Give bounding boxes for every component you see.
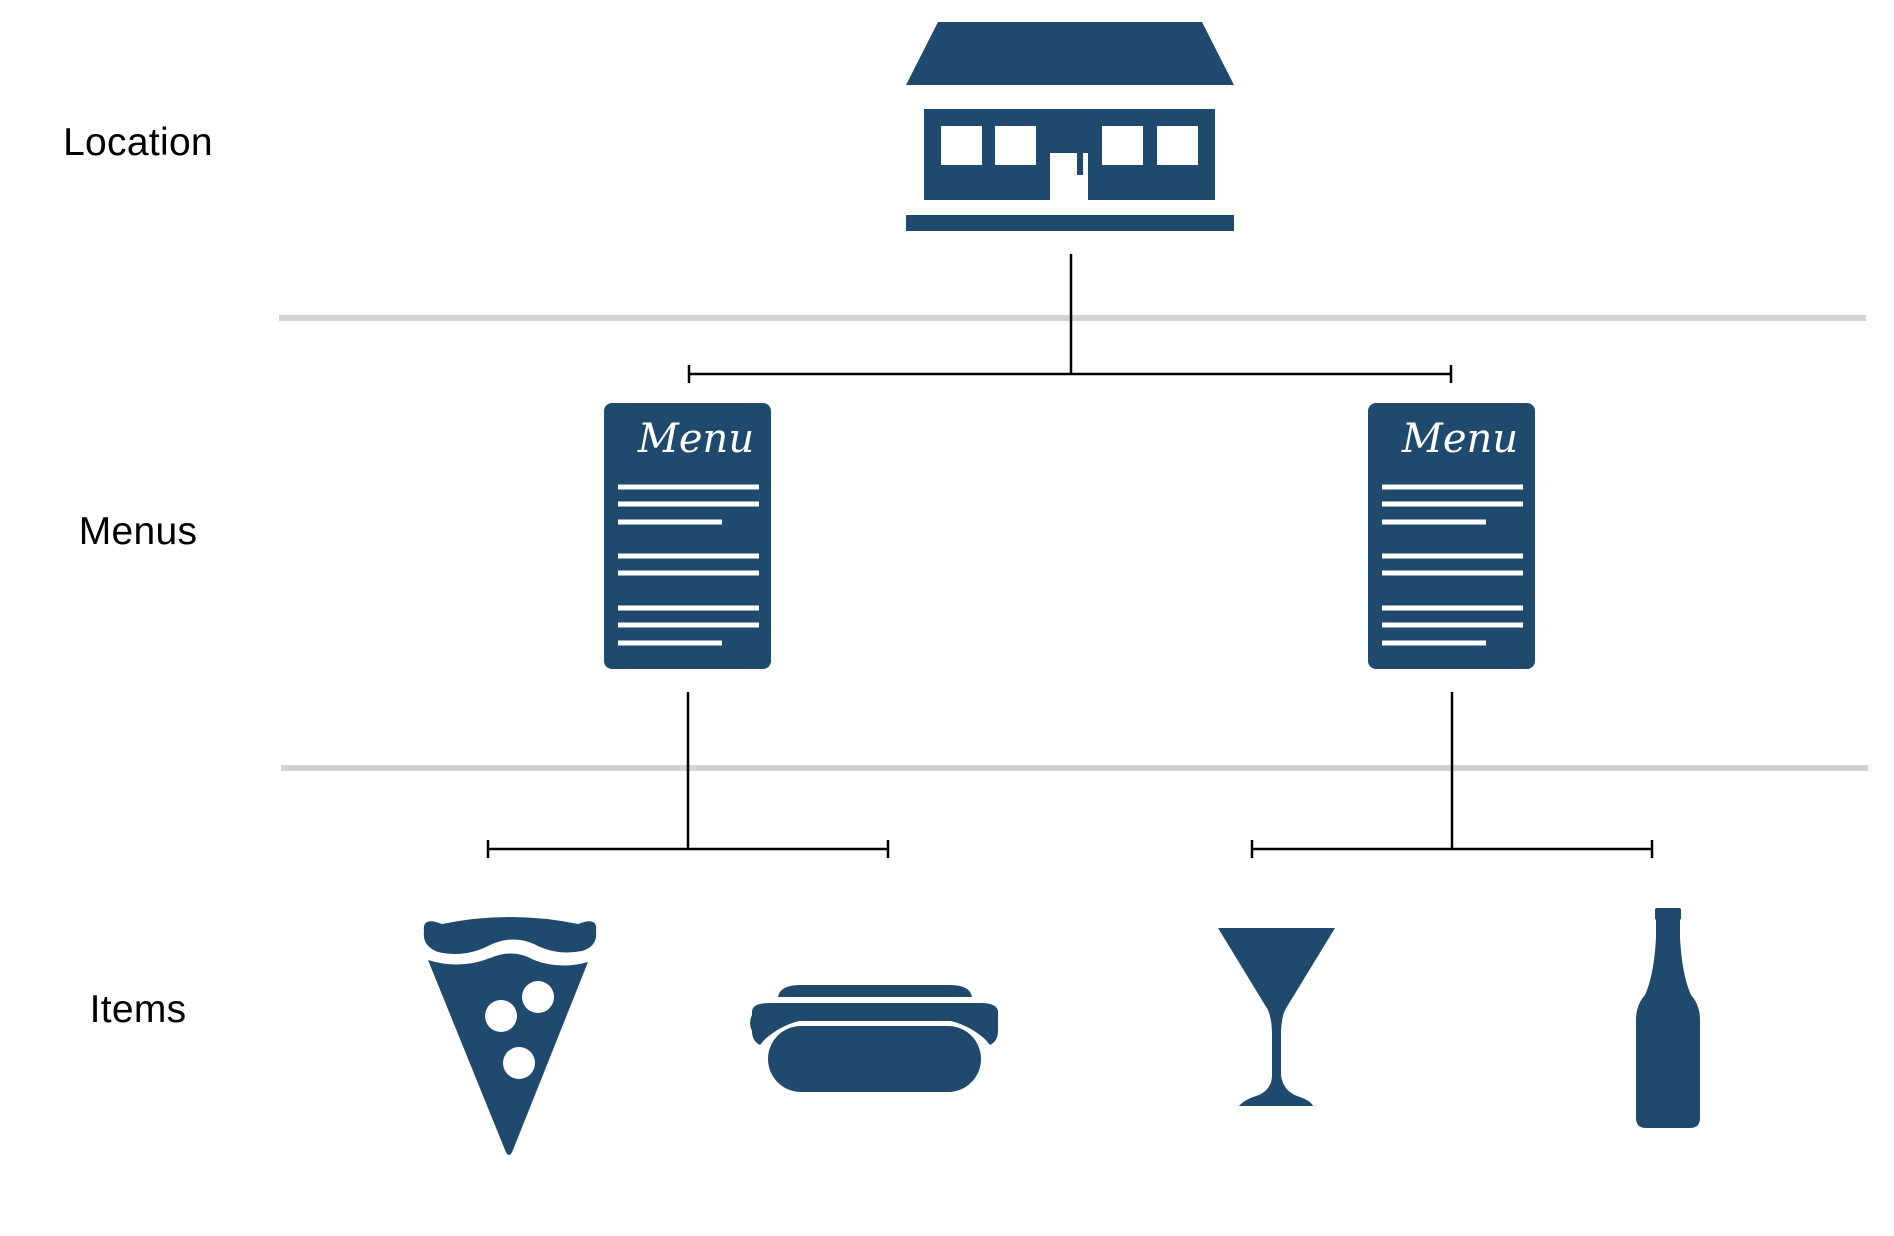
menu-card-icon: Menu — [604, 403, 771, 669]
row-label-menus: Menus — [78, 510, 198, 553]
menu-card-icon: Menu — [1368, 403, 1535, 669]
martini-glass-icon — [1218, 928, 1335, 1106]
beer-bottle-icon — [1636, 908, 1700, 1128]
row-label-items: Items — [89, 988, 187, 1031]
connector-menu2-to-items — [1250, 692, 1654, 858]
connector-location-to-menus — [687, 254, 1453, 383]
connector-menu1-to-items — [486, 692, 890, 858]
row-label-location: Location — [63, 121, 213, 164]
pizza-slice-icon — [423, 917, 597, 1155]
hot-dog-icon — [750, 985, 998, 1092]
menu-card-title: Menu — [1401, 416, 1518, 462]
restaurant-building-icon — [906, 22, 1234, 231]
menu-card-title: Menu — [637, 416, 754, 462]
